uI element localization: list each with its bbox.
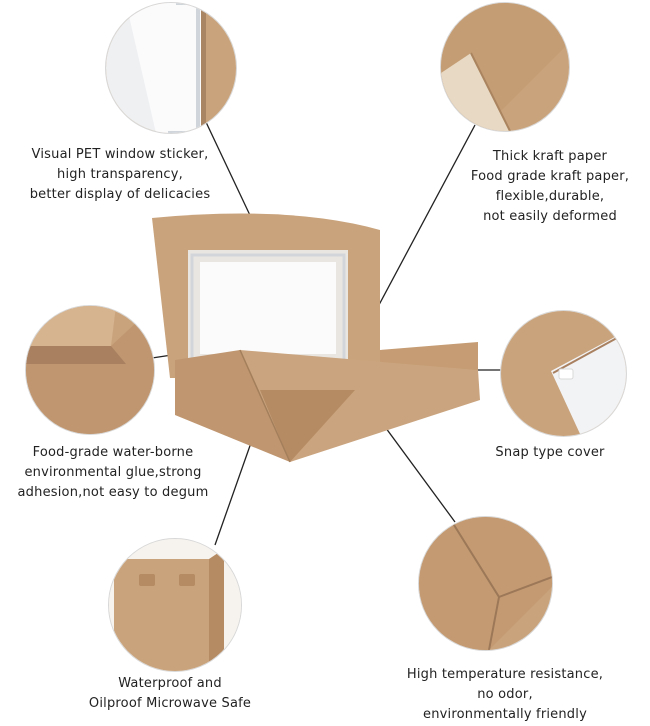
feature-glue-caption: Food-grade water-borne environmental glu… — [17, 445, 209, 500]
feature-kraft-caption: Thick kraft paper Food grade kraft paper… — [470, 149, 630, 224]
waterproof-closeup-image — [108, 538, 242, 672]
glue-seam-closeup-image — [25, 305, 155, 435]
kraft-box-product-image — [140, 200, 500, 470]
feature-waterproof-caption: Waterproof and Oilproof Microwave Safe — [88, 676, 252, 711]
feature-window-caption: Visual PET window sticker, high transpar… — [29, 147, 211, 202]
feature-heat-caption: High temperature resistance, no odor, en… — [406, 667, 604, 722]
feature-snap-caption: Snap type cover — [495, 445, 605, 460]
heat-resistance-closeup-image — [418, 516, 553, 651]
window-closeup-image — [105, 2, 237, 134]
snap-cover-closeup-image — [500, 310, 627, 437]
kraft-paper-closeup-image — [440, 2, 570, 132]
